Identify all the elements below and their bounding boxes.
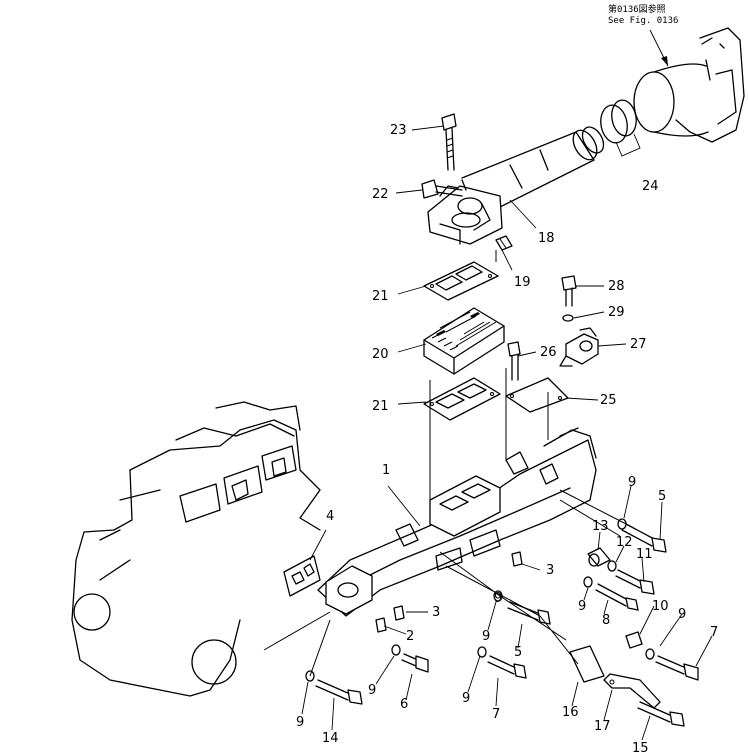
callout-14[interactable]: 14 (322, 731, 339, 746)
bolt-22 (421, 179, 463, 199)
spacer-16 (569, 645, 605, 683)
exhaust-manifold (317, 427, 597, 617)
callout-9[interactable]: 9 (678, 607, 686, 622)
callout-7[interactable]: 7 (492, 707, 500, 722)
seal-ring-bracket (615, 133, 641, 157)
assembly-lines (429, 250, 549, 500)
callout-23[interactable]: 23 (390, 123, 407, 138)
callout-15[interactable]: 15 (632, 741, 649, 753)
callout-9[interactable]: 9 (494, 591, 502, 606)
bracket-17 (603, 673, 661, 709)
plate-25 (505, 377, 569, 413)
callout-labels: 1 2 3 3 4 5 5 6 7 7 8 9 9 9 9 9 9 9 9 10… (296, 123, 718, 753)
figure-reference[interactable]: 第0136図参照 See Fig. 0136 (608, 3, 678, 26)
callout-9[interactable]: 9 (578, 599, 586, 614)
callout-12[interactable]: 12 (616, 535, 633, 550)
sensor-2 (375, 617, 387, 633)
leader-lines (301, 125, 713, 741)
washer-9 (305, 670, 315, 682)
engine-block (71, 401, 321, 697)
figure-reference-jp: 第0136図参照 (608, 3, 666, 15)
bolt-26 (507, 341, 521, 381)
callout-11[interactable]: 11 (636, 547, 653, 562)
callout-25[interactable]: 25 (600, 393, 617, 408)
callout-22[interactable]: 22 (372, 187, 389, 202)
callout-13[interactable]: 13 (592, 519, 609, 534)
callout-21[interactable]: 21 (372, 289, 389, 304)
callout-5[interactable]: 5 (514, 645, 522, 660)
bolt-15 (637, 701, 685, 727)
bolt-14 (315, 679, 363, 705)
bolt-5-upper (621, 523, 667, 553)
callout-21[interactable]: 21 (372, 399, 389, 414)
plug-3-lower (393, 605, 405, 621)
plate-hole (558, 396, 562, 400)
figure-reference-arrowhead (661, 56, 668, 66)
bolt-7-right (655, 655, 699, 681)
callout-3[interactable]: 3 (546, 563, 554, 578)
callout-29[interactable]: 29 (608, 305, 625, 320)
washer-9 (391, 644, 401, 656)
gasket-upper (423, 261, 499, 301)
callout-28[interactable]: 28 (608, 279, 625, 294)
gasket-4 (283, 555, 321, 597)
seal-rings (600, 99, 637, 144)
callout-27[interactable]: 27 (630, 337, 647, 352)
bolt-7-lower (487, 655, 527, 679)
callout-18[interactable]: 18 (538, 231, 555, 246)
washer-9 (645, 648, 655, 660)
callout-26[interactable]: 26 (540, 345, 557, 360)
callout-9[interactable]: 9 (296, 715, 304, 730)
spacer-13 (587, 547, 611, 567)
heat-shield (423, 307, 505, 375)
callout-17[interactable]: 17 (594, 719, 611, 734)
washer-9 (583, 576, 593, 588)
bolt-8 (595, 583, 639, 611)
washer-9 (477, 646, 487, 658)
callout-24[interactable]: 24 (642, 179, 659, 194)
callout-9[interactable]: 9 (462, 691, 470, 706)
figure-reference-en: See Fig. 0136 (608, 16, 678, 26)
washer-29 (562, 314, 574, 322)
callout-16[interactable]: 16 (562, 705, 579, 720)
plug-19 (495, 235, 513, 251)
callout-20[interactable]: 20 (372, 347, 389, 362)
callout-1[interactable]: 1 (382, 463, 390, 478)
callout-6[interactable]: 6 (400, 697, 408, 712)
assembly-lines (263, 489, 631, 677)
callout-8[interactable]: 8 (602, 613, 610, 628)
bolt-11 (615, 569, 655, 595)
callout-19[interactable]: 19 (514, 275, 531, 290)
sensor-27 (559, 327, 599, 367)
spacer-10 (625, 631, 643, 649)
callout-4[interactable]: 4 (326, 509, 334, 524)
bolt-28 (561, 275, 577, 307)
callout-10[interactable]: 10 (652, 599, 669, 614)
callout-2[interactable]: 2 (406, 629, 414, 644)
callout-9[interactable]: 9 (628, 475, 636, 490)
callout-5[interactable]: 5 (658, 489, 666, 504)
turbo-elbow (633, 27, 745, 143)
callout-3[interactable]: 3 (432, 605, 440, 620)
bolt-6 (401, 653, 429, 673)
callout-7[interactable]: 7 (710, 625, 718, 640)
callout-9[interactable]: 9 (368, 683, 376, 698)
callout-9[interactable]: 9 (482, 629, 490, 644)
plug-3-upper (511, 551, 523, 567)
bolt-23 (441, 113, 457, 171)
washer-12 (607, 560, 617, 572)
exhaust-pipe (427, 126, 605, 245)
plate-hole (510, 394, 514, 398)
gasket-lower (423, 377, 501, 421)
